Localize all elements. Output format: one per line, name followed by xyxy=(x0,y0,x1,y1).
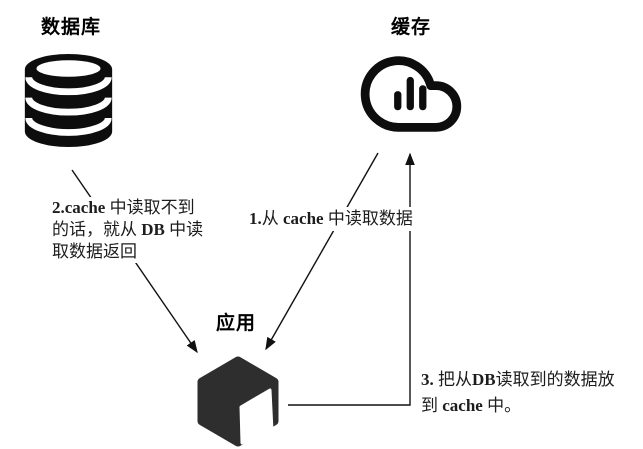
annotation-step2: 2.cache 中读取不到的话，就从 DB 中读取数据返回 xyxy=(52,197,204,263)
bar-tall xyxy=(406,76,414,111)
annotation-step3: 3. 把从DB读取到的数据放到 cache 中。 xyxy=(421,367,615,419)
arrow-step1-cache-to-app xyxy=(265,152,379,351)
cloud-stats-icon xyxy=(360,56,462,132)
cache-title: 缓存 xyxy=(391,17,432,38)
database-title: 数据库 xyxy=(41,17,102,38)
cube-icon xyxy=(197,356,279,447)
app-title: 应用 xyxy=(216,313,257,334)
bar-short xyxy=(394,91,402,111)
annotation-step1: 1.从 cache 中读取数据 xyxy=(246,207,416,231)
arrow-step3-app-to-cache xyxy=(288,152,415,406)
bar-medium xyxy=(419,85,427,111)
database-icon xyxy=(24,53,113,148)
